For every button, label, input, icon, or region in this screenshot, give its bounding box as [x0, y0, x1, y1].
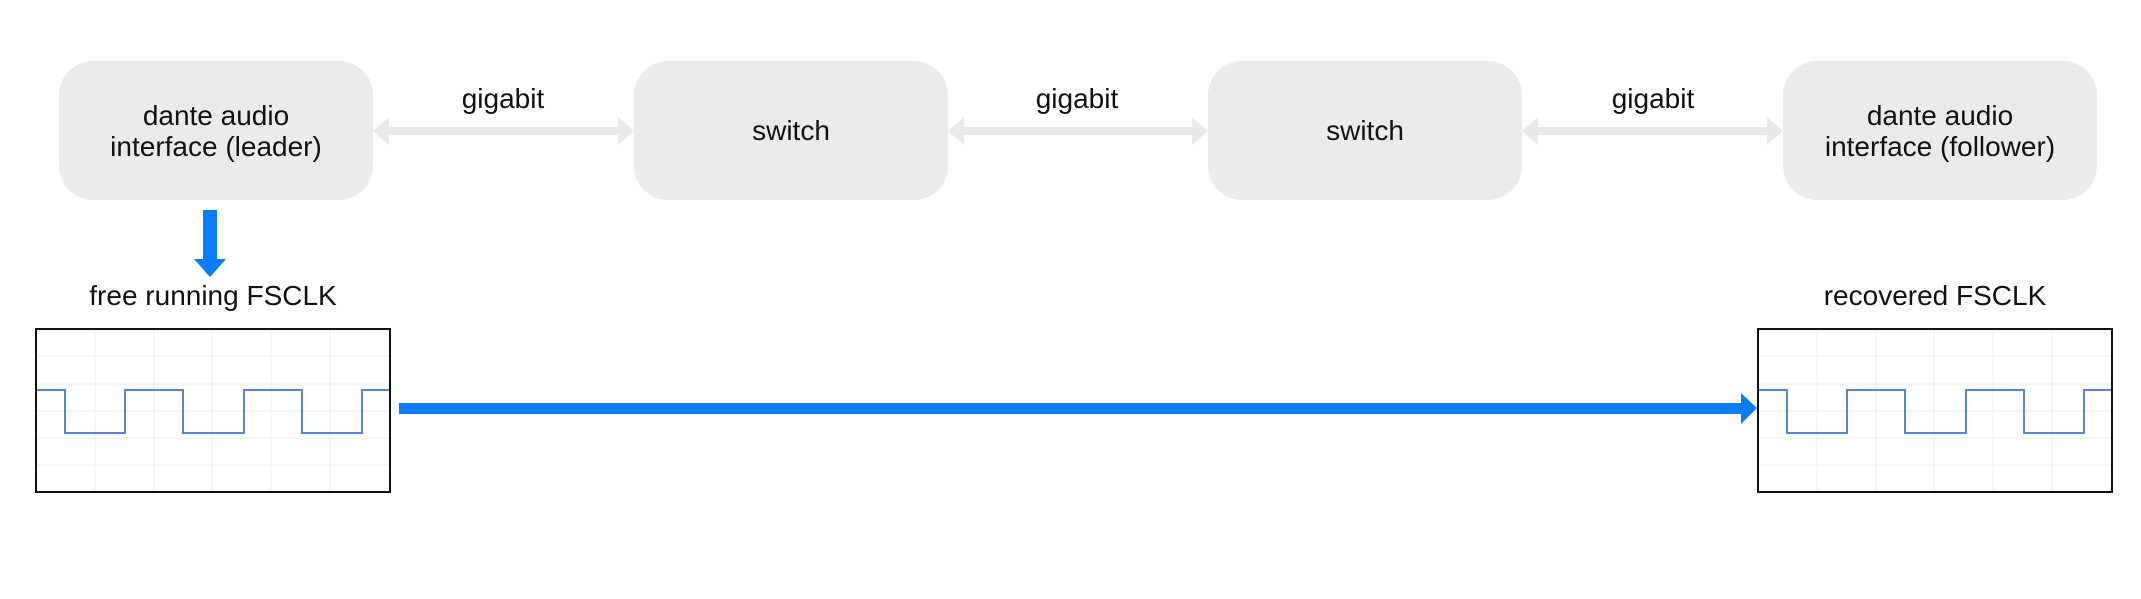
leader-scope-grid: [37, 330, 389, 491]
link-1-label: gigabit: [461, 83, 545, 114]
leader-clock-title: free running FSCLK: [89, 280, 337, 311]
clock-transfer-arrow: [399, 393, 1757, 424]
link-1-arrow: [373, 117, 634, 145]
follower-square-wave: [1759, 389, 2111, 434]
leader-clock-waveform-panel: [35, 328, 391, 493]
link-3-label: gigabit: [1611, 83, 1695, 114]
switch-1-label: switch: [752, 115, 830, 146]
leader-clock-waveform: [37, 330, 389, 491]
follower-clock-title: recovered FSCLK: [1823, 280, 2047, 311]
leader-square-wave: [37, 389, 389, 434]
leader-node-label: dante audio interface (leader): [110, 99, 322, 162]
follower-node-label: dante audio interface (follower): [1824, 99, 2056, 162]
follower-clock-waveform: [1759, 330, 2111, 491]
switch-2-label: switch: [1326, 115, 1404, 146]
follower-audio-interface-node: dante audio interface (follower): [1783, 61, 2097, 200]
switch-node-1: switch: [634, 61, 948, 200]
link-3-arrow: [1522, 117, 1783, 145]
follower-clock-waveform-panel: [1757, 328, 2113, 493]
follower-scope-grid: [1759, 330, 2111, 491]
link-2-arrow: [948, 117, 1208, 145]
switch-node-2: switch: [1208, 61, 1522, 200]
leader-audio-interface-node: dante audio interface (leader): [59, 61, 373, 200]
link-2-label: gigabit: [1035, 83, 1119, 114]
leader-clock-down-arrow: [194, 210, 226, 277]
